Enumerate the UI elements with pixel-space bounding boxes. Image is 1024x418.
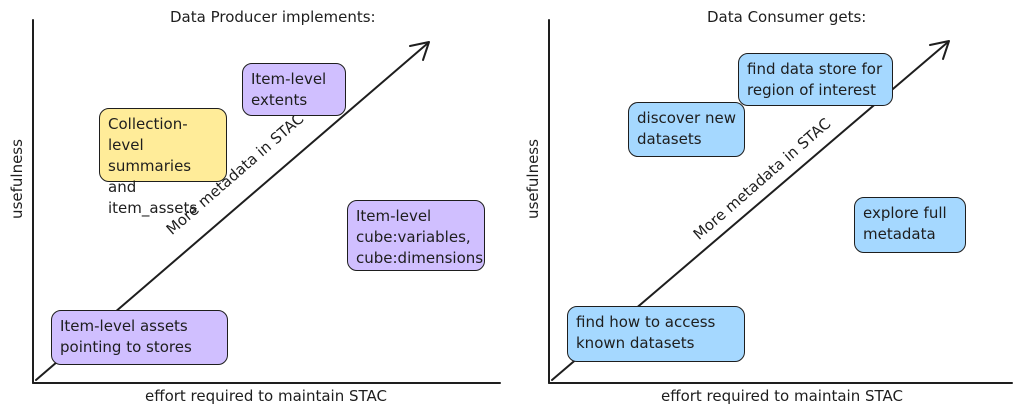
producer-title: Data Producer implements: xyxy=(170,8,376,26)
producer-panel: Data Producer implements: usefulness eff… xyxy=(8,8,501,405)
consumer-panel: Data Consumer gets: usefulness effort re… xyxy=(512,0,1024,418)
producer-box-collection-summaries: Collection-level summaries and item_asse… xyxy=(99,108,227,217)
producer-box-item-assets: Item-level assets pointing to stores xyxy=(51,310,228,365)
producer-y-axis-label: usefulness xyxy=(8,139,26,219)
consumer-box-access-known: find how to access known datasets xyxy=(567,306,745,362)
consumer-box-discover: discover new datasets xyxy=(628,102,745,157)
consumer-box-explore: explore full metadata xyxy=(854,197,966,253)
producer-box-item-extents: Item-level extents xyxy=(242,63,346,116)
consumer-y-axis-label: usefulness xyxy=(524,139,542,219)
producer-x-axis-label: effort required to maintain STAC xyxy=(145,387,387,405)
producer-arrowhead xyxy=(409,41,430,61)
producer-box-cube-variables: Item-level cube:variables, cube:dimensio… xyxy=(347,200,485,271)
consumer-box-find-store: find data store for region of interest xyxy=(738,53,893,106)
consumer-x-axis-label: effort required to maintain STAC xyxy=(661,387,903,405)
consumer-title: Data Consumer gets: xyxy=(707,8,867,26)
consumer-arrowhead xyxy=(929,40,950,60)
